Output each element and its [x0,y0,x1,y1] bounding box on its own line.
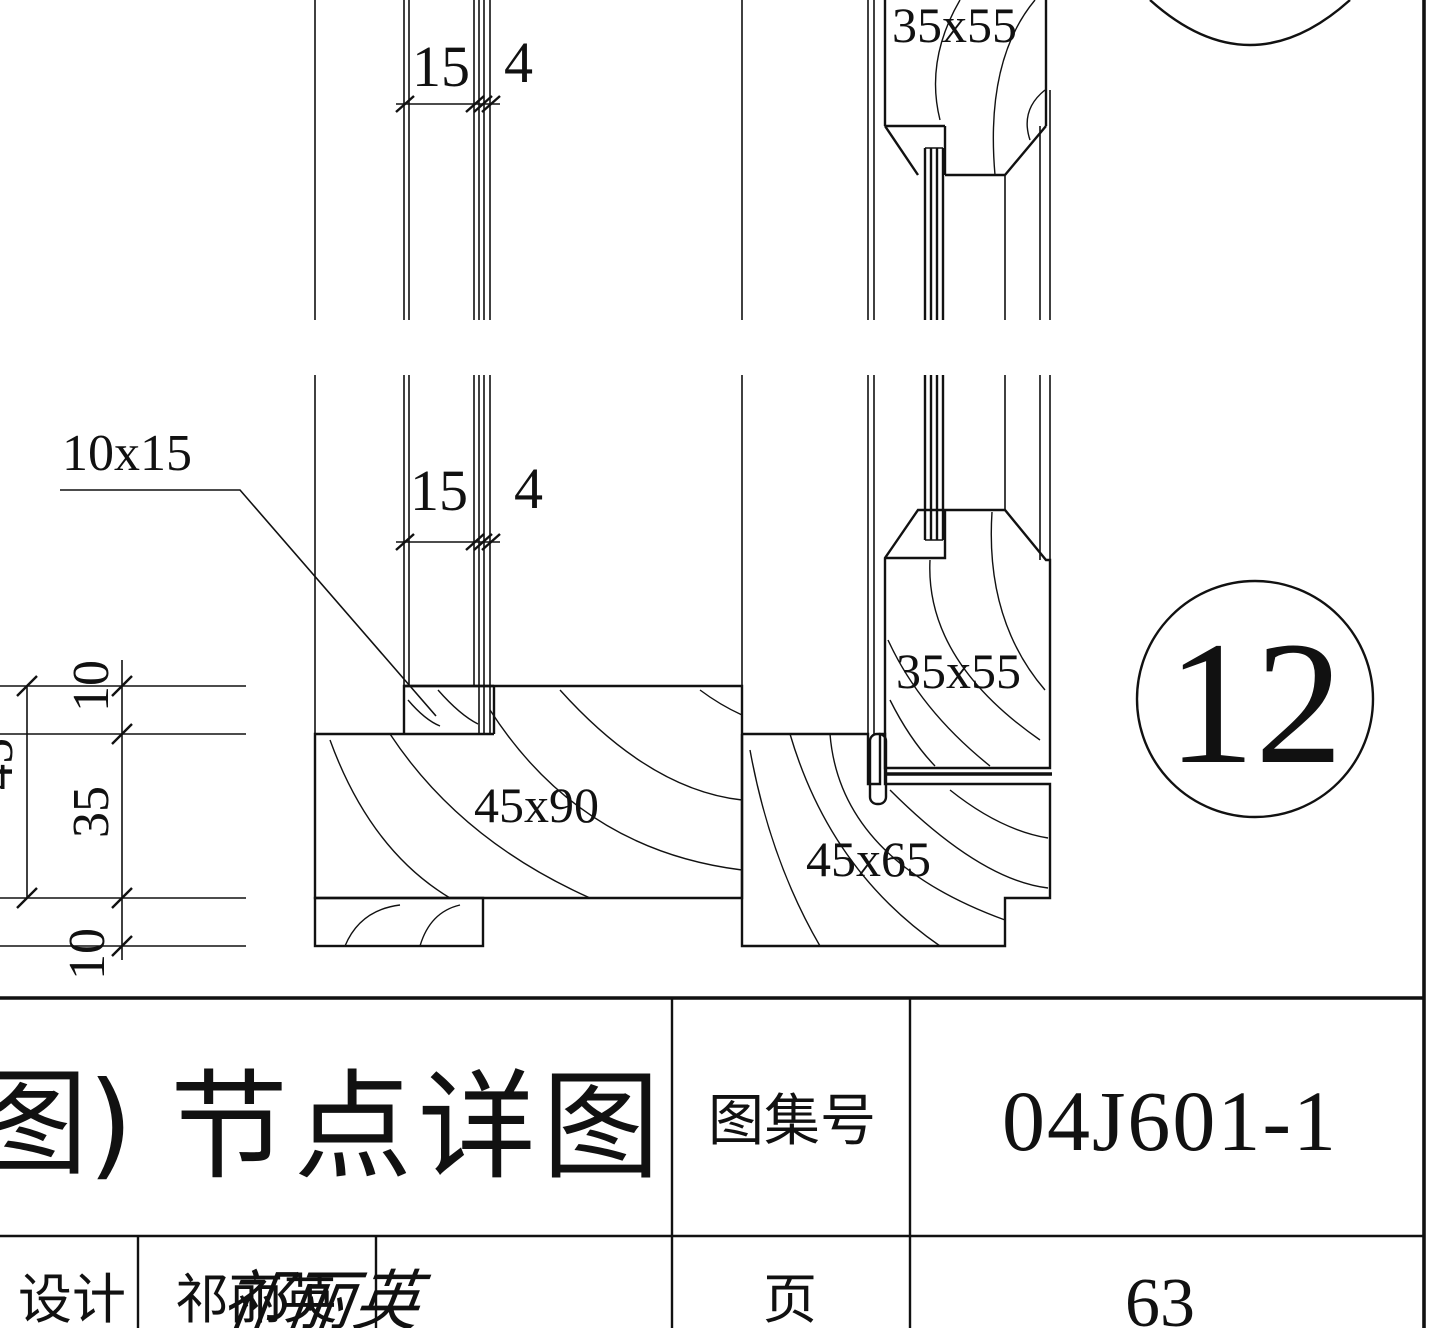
dim-side-cut: 45 [0,738,24,790]
drawing-title: 节点详图 [170,1058,666,1196]
right-sash-lower [867,375,1052,770]
title-block [0,996,1424,1328]
left-frame-lower [314,375,743,734]
dim-mid-4: 4 [514,456,543,521]
page-label: 页 [763,1268,817,1328]
detail-marker-number: 12 [1167,606,1343,801]
atlas-number-value: 04J601-1 [1002,1073,1338,1169]
dim-side-10-bottom: 10 [59,928,116,980]
page-number: 63 [1125,1265,1195,1328]
detail-marker-circle [1135,579,1375,819]
dim-mid-15: 15 [410,458,468,523]
designer-signature: 祁丽英 [217,1262,434,1328]
left-frame-upper [314,0,743,320]
atlas-number-label: 图集号 [708,1089,876,1154]
vertical-dimension-chain [16,660,133,960]
frame-section-45x65 [740,732,1052,948]
dim-top-4: 4 [504,30,533,95]
label-sash-bottom: 35x55 [896,643,1021,699]
dim-side-10-top: 10 [63,660,120,712]
right-sash-upper [867,0,1051,320]
dim-side-35: 35 [63,786,120,838]
label-frame-45x65: 45x65 [806,831,931,887]
left-reference-lines [0,685,246,947]
top-dimension-marks [395,95,501,551]
detail-marker-top-partial [1149,0,1351,47]
sill-section-45x90 [313,684,744,948]
design-label: 设计 [18,1268,126,1328]
label-glazing-bead: 10x15 [62,425,192,482]
glazing-bead-leader [60,489,437,717]
designer-name: 祁丽英 [175,1268,337,1328]
label-sill-45x90: 45x90 [474,777,599,833]
dim-top-15: 15 [412,34,470,99]
title-cut-text: 图) [0,1057,133,1192]
label-sash-top: 35x55 [892,0,1017,53]
